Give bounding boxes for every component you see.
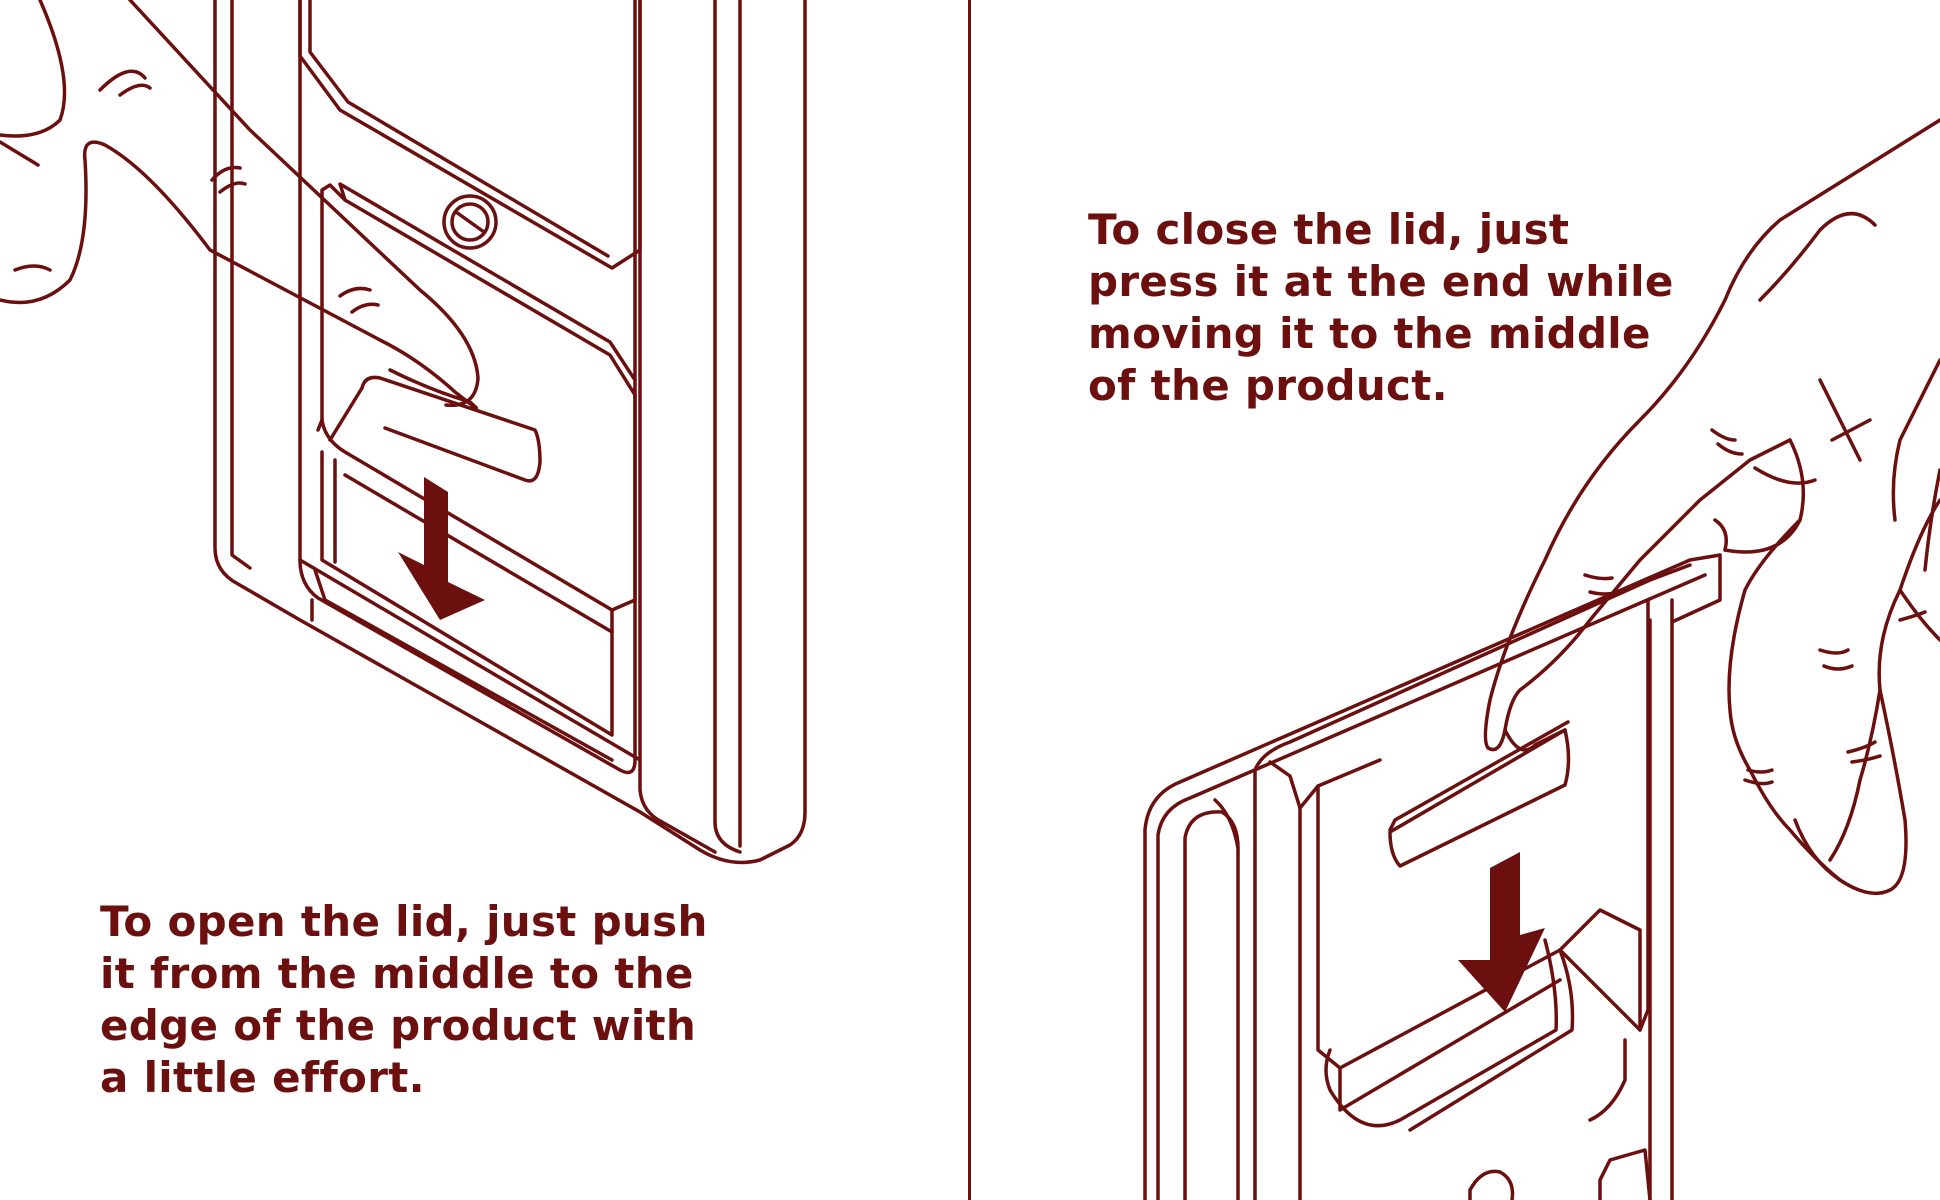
close-instruction-line: moving it to the middle bbox=[1088, 309, 1651, 358]
right-hand bbox=[1483, 118, 1940, 896]
left-hand bbox=[0, 0, 480, 410]
right-lid bbox=[1316, 598, 1652, 1200]
left-upper-window bbox=[298, 0, 642, 270]
left-slide-plate bbox=[313, 450, 614, 762]
left-down-arrow-icon bbox=[398, 477, 485, 620]
open-instruction-line: To open the lid, just push bbox=[100, 897, 708, 946]
left-device-frame bbox=[213, 0, 807, 865]
open-instruction-line: a little effort. bbox=[100, 1053, 425, 1102]
open-instruction-line: it from the middle to the bbox=[100, 949, 694, 998]
close-instruction-line: of the product. bbox=[1088, 361, 1448, 410]
right-down-arrow-icon bbox=[1458, 852, 1545, 1012]
panel-divider bbox=[968, 0, 971, 1200]
left-lid bbox=[316, 182, 637, 612]
close-instruction-line: press it at the end while bbox=[1088, 257, 1674, 306]
close-lid-instruction: To close the lid, just press it at the e… bbox=[1088, 204, 1674, 412]
open-lid-instruction: To open the lid, just push it from the m… bbox=[100, 896, 708, 1104]
arrows bbox=[398, 477, 1545, 1012]
open-instruction-line: edge of the product with bbox=[100, 1001, 697, 1050]
right-device-frame bbox=[1143, 553, 1722, 1200]
close-instruction-line: To close the lid, just bbox=[1088, 205, 1570, 254]
